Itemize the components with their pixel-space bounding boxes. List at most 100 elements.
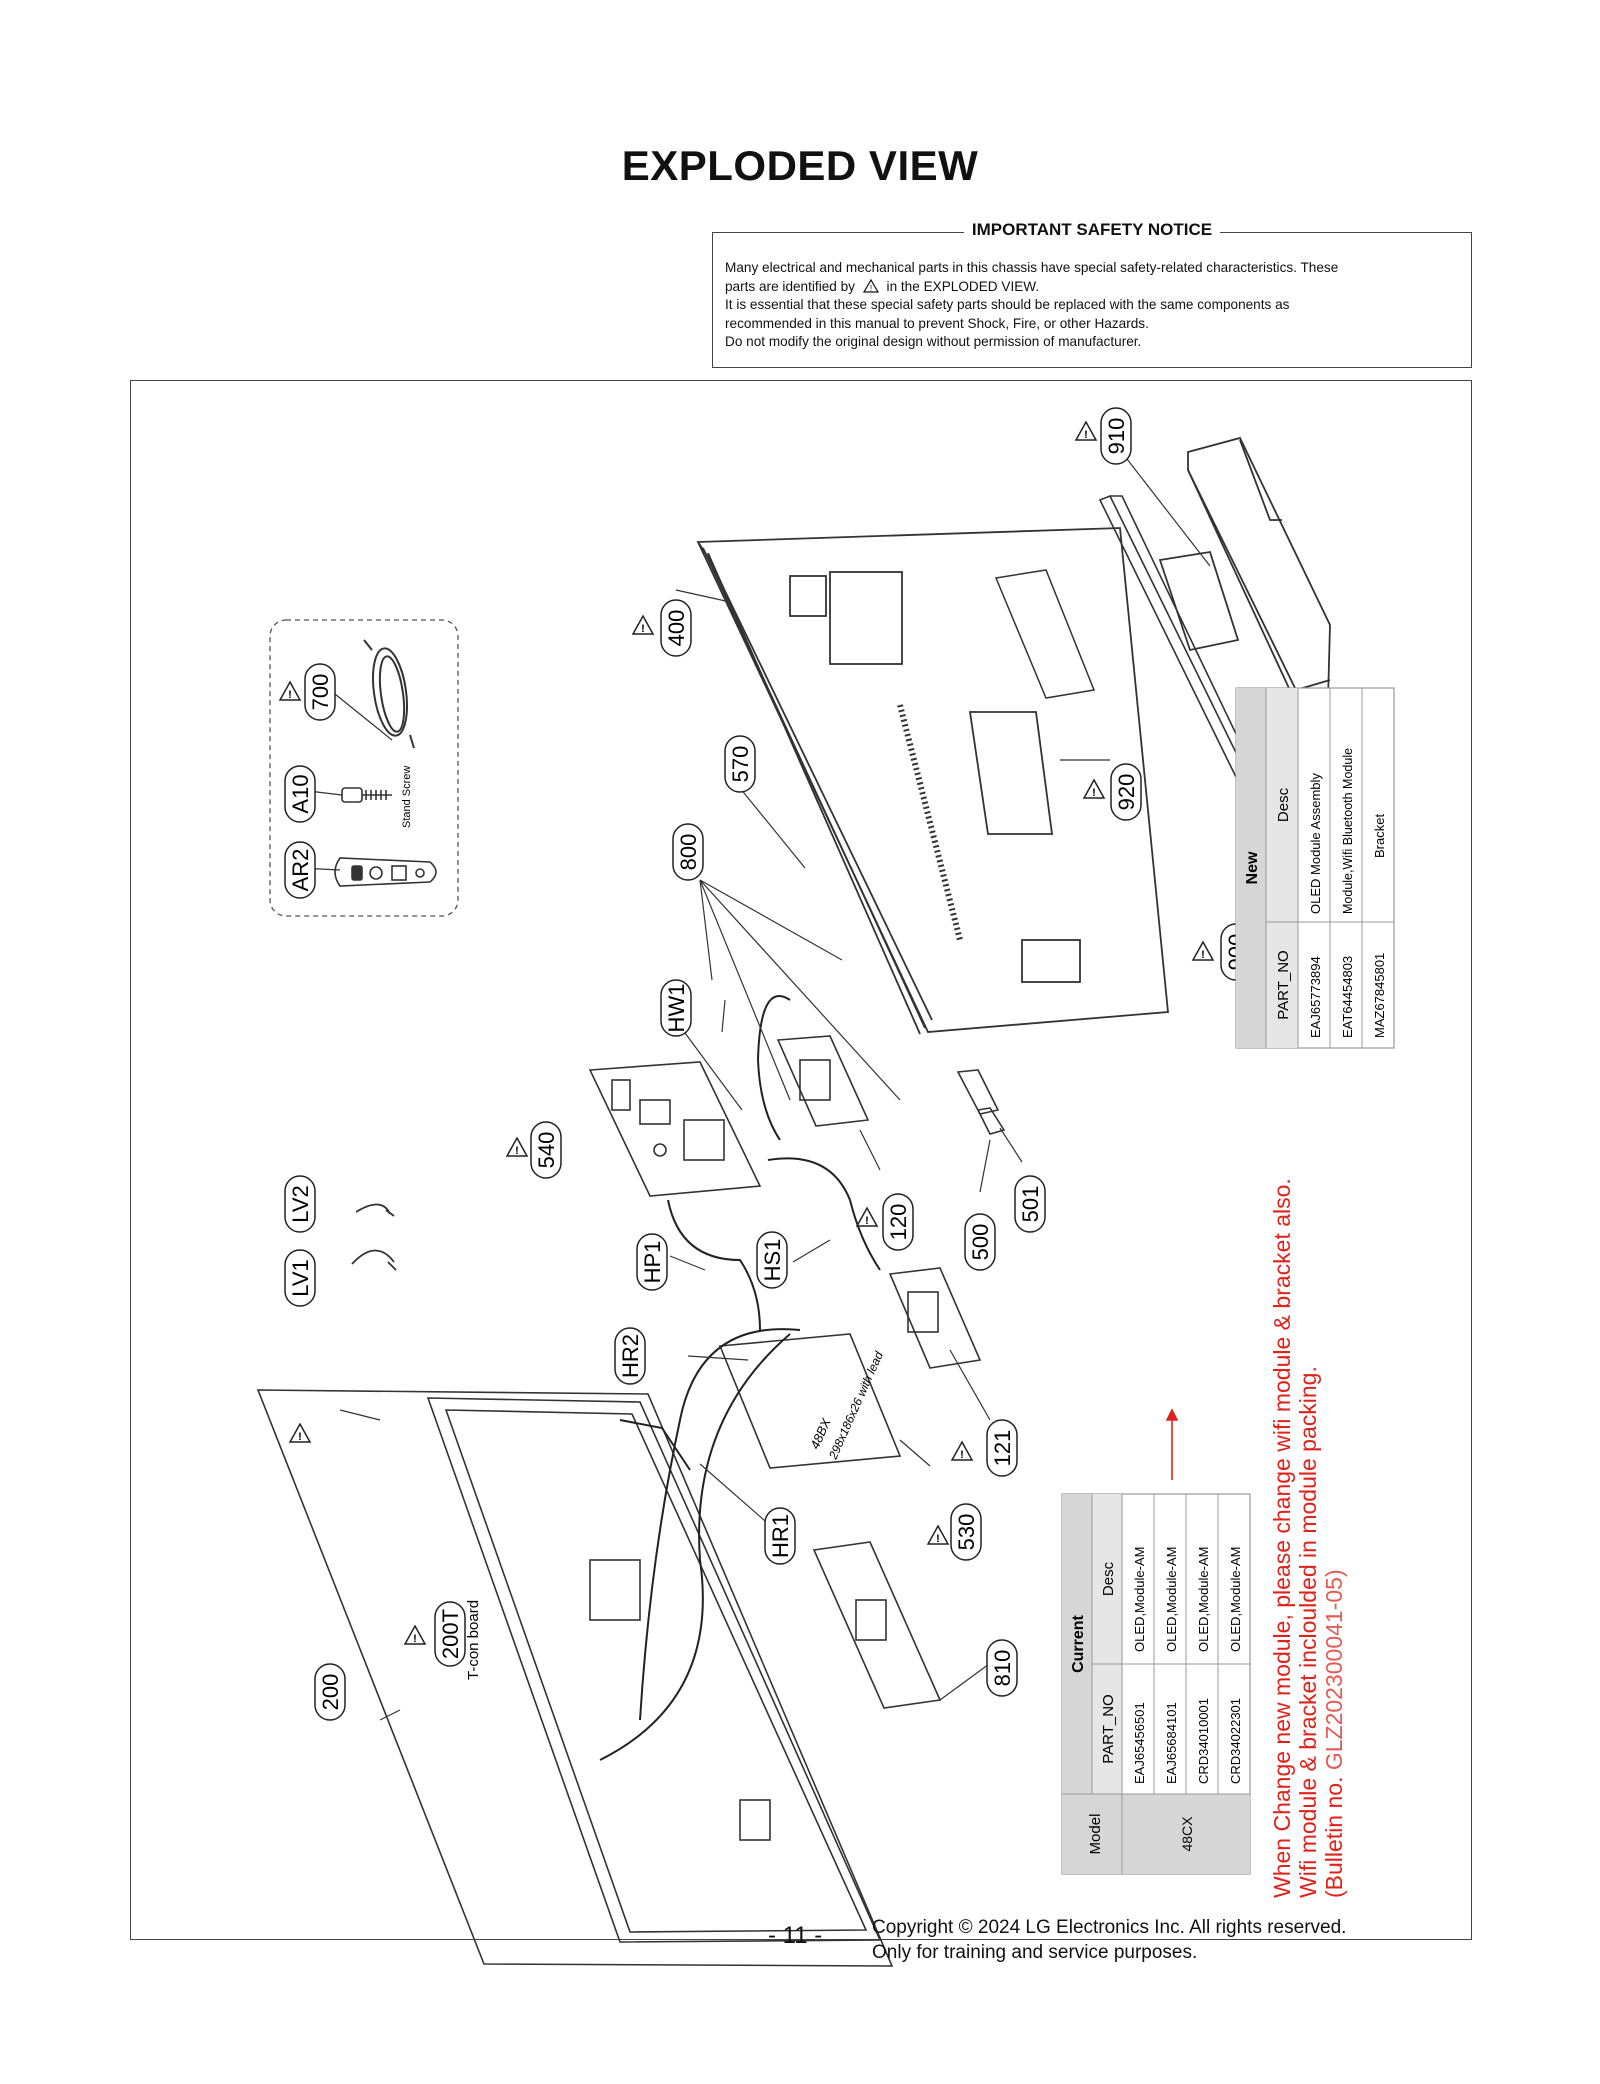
svg-text:120: 120	[886, 1204, 911, 1241]
callout-700: 700	[304, 663, 336, 721]
svg-text:540: 540	[534, 1132, 559, 1169]
new-table-desc: Module,Wifi Bluetooth Module	[1341, 748, 1355, 914]
new-table-header-partno: PART_NO	[1275, 950, 1292, 1019]
svg-text:HP1: HP1	[640, 1241, 665, 1284]
tcon-board-label: T-con board	[465, 1600, 482, 1680]
svg-text:400: 400	[664, 610, 689, 647]
red-note-line1: When Change new module, please change wi…	[1269, 1178, 1295, 1898]
warning-icon	[506, 1137, 528, 1158]
svg-text:HS1: HS1	[760, 1239, 785, 1282]
diagram-frame	[130, 380, 1472, 1940]
current-table-partno: EAJ65684101	[1164, 1702, 1179, 1784]
svg-text:700: 700	[308, 674, 333, 711]
callout-910: 910	[1100, 407, 1132, 465]
warning-icon	[632, 615, 654, 636]
new-table-desc: OLED Module Assembly	[1308, 773, 1323, 914]
current-table-desc: OLED,Module-AM	[1132, 1547, 1147, 1652]
callout-400: 400	[660, 599, 692, 657]
callout-810: 810	[986, 1639, 1018, 1697]
svg-text:!: !	[870, 284, 872, 293]
current-parts-table: Current Model PART_NO Desc 48CX EAJ65456…	[1061, 1493, 1251, 1875]
callout-HR1: HR1	[764, 1507, 796, 1565]
callout-920: 920	[1110, 763, 1142, 821]
callout-HS1: HS1	[756, 1231, 788, 1289]
power-cable-icon	[363, 639, 415, 749]
new-table-title: New	[1244, 851, 1261, 884]
warning-icon	[279, 681, 301, 702]
callout-HP1: HP1	[636, 1233, 668, 1291]
new-table-partno: EAT64454803	[1340, 956, 1355, 1038]
warning-icon	[927, 1525, 949, 1546]
red-note-line2: Wifi module & bracket incloulded in modu…	[1295, 1366, 1321, 1898]
warning-icon	[1075, 421, 1097, 442]
svg-text:121: 121	[990, 1430, 1015, 1467]
callout-500: 500	[964, 1213, 996, 1271]
callout-121: 121	[986, 1419, 1018, 1477]
current-table-desc: OLED,Module-AM	[1164, 1547, 1179, 1652]
warning-triangle-icon: !	[862, 278, 879, 293]
bracket-icon	[812, 1541, 942, 1709]
svg-text:910: 910	[1104, 418, 1129, 455]
callout-120: 120	[882, 1193, 914, 1251]
stand-base-icon	[1158, 436, 1331, 714]
svg-text:A10: A10	[288, 774, 313, 813]
current-table-desc: OLED,Module-AM	[1196, 1547, 1211, 1652]
power-board-icon	[718, 1333, 902, 1469]
warning-icon	[404, 1625, 426, 1646]
current-table-model: 48CX	[1179, 1816, 1195, 1852]
svg-text:LV1: LV1	[288, 1259, 313, 1297]
svg-text:530: 530	[954, 1514, 979, 1551]
warning-icon	[289, 1423, 311, 1444]
warning-icon	[856, 1207, 878, 1228]
page-title: EXPLODED VIEW	[621, 142, 979, 189]
svg-text:500: 500	[968, 1224, 993, 1261]
current-table-partno: CRD34022301	[1228, 1698, 1243, 1784]
callout-A10: A10	[284, 765, 316, 823]
current-table-partno: EAJ65456501	[1132, 1702, 1147, 1784]
current-table-header-desc: Desc	[1100, 1561, 1117, 1596]
main-board-icon	[588, 1061, 762, 1197]
current-table-header-model: Model	[1087, 1814, 1104, 1855]
callout-540: 540	[530, 1121, 562, 1179]
new-parts-table: New PART_NO Desc EAJ65773894 OLED Module…	[1235, 687, 1395, 1049]
svg-text:AR2: AR2	[288, 849, 313, 892]
stand-screw-label: Stand Screw	[401, 766, 413, 828]
callout-800: 800	[672, 823, 704, 881]
svg-text:HR1: HR1	[768, 1514, 793, 1558]
svg-text:810: 810	[990, 1650, 1015, 1687]
callout-HR2: HR2	[614, 1327, 646, 1385]
warning-icon	[1192, 941, 1214, 962]
svg-text:200T: 200T	[438, 1609, 463, 1659]
safety-notice-heading: IMPORTANT SAFETY NOTICE	[963, 220, 1221, 239]
cables-icon	[599, 995, 881, 1761]
oled-panel-icon	[256, 1389, 894, 1967]
svg-text:LV2: LV2	[288, 1185, 313, 1223]
current-table-header-partno: PART_NO	[1100, 1694, 1117, 1763]
wifi-module-icon	[956, 1069, 1006, 1135]
callout-HW1: HW1	[660, 979, 692, 1037]
current-table-partno: CRD34010001	[1196, 1698, 1211, 1784]
callout-200T: 200T	[434, 1601, 466, 1667]
svg-text:200: 200	[318, 1674, 343, 1711]
power-board-text-2: 298x186x26 with lead	[826, 1349, 887, 1462]
back-cover-icon	[696, 527, 1169, 1035]
warning-icon	[951, 1441, 973, 1462]
remote-control-icon	[334, 857, 437, 887]
callout-200: 200	[314, 1663, 346, 1721]
callout-501: 501	[1014, 1175, 1046, 1233]
red-note-bulletin-number: GLZ202300041-05)	[1321, 1569, 1347, 1770]
copyright: Copyright © 2024 LG Electronics Inc. All…	[872, 1917, 1347, 1963]
page-number: - 11 -	[768, 1922, 823, 1949]
red-replacement-note: When Change new module, please change wi…	[1269, 1178, 1347, 1898]
callout-AR2: AR2	[284, 841, 316, 899]
lv-clips-icon	[351, 1203, 397, 1271]
svg-text:HR2: HR2	[618, 1334, 643, 1378]
svg-text:570: 570	[728, 746, 753, 783]
current-table-title: Current	[1070, 1614, 1087, 1672]
svg-text:920: 920	[1114, 774, 1139, 811]
callout-570: 570	[724, 735, 756, 793]
safety-notice-body: Many electrical and mechanical parts in …	[725, 260, 1339, 349]
new-table-desc: Bracket	[1372, 814, 1387, 858]
callout-LV2: LV2	[284, 1175, 316, 1233]
